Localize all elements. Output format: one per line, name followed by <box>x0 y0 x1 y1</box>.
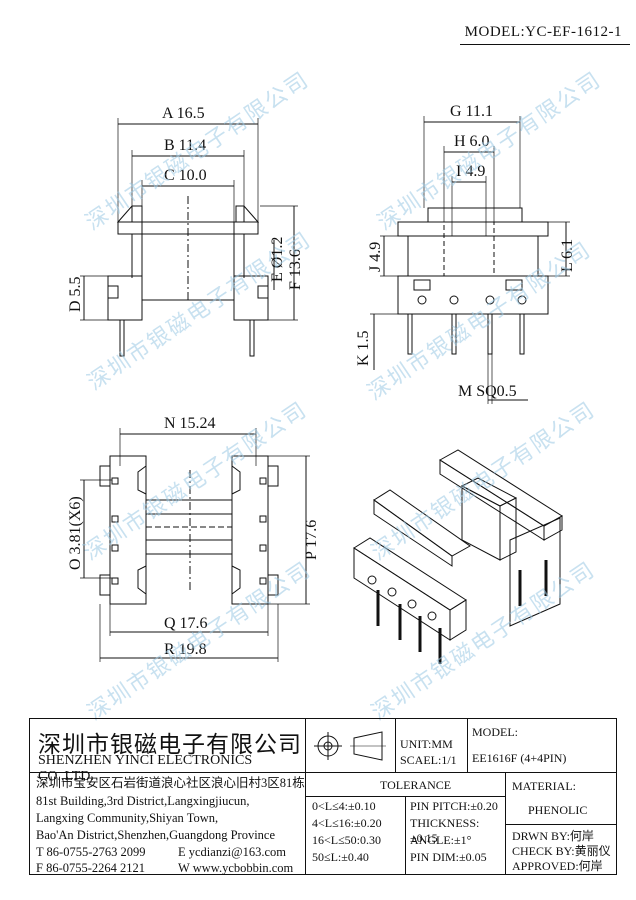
symbol-cell <box>306 719 396 773</box>
approved-by: APPROVED:何岸 <box>512 859 603 873</box>
signature-cell: DRWN BY:何岸 CHECK BY:黄丽仪 APPROVED:何岸 <box>506 825 616 874</box>
tol-row-4: 50≤L:±0.40 <box>312 850 369 864</box>
email: E ycdianzi@163.com <box>178 845 287 859</box>
front-view <box>80 118 298 357</box>
tolerance-other-cell: PIN PITCH:±0.20 THICKNESS:±0.15 ANGLE:±1… <box>406 797 506 874</box>
material-label: MATERIAL: <box>512 779 576 793</box>
tol-thickness: THICKNESS:±0.15 <box>410 816 480 845</box>
title-block: 深圳市银磁电子有限公司 SHENZHEN YINCI ELECTRONICS C… <box>29 718 617 875</box>
side-view <box>370 116 570 404</box>
tol-pin-pitch: PIN PITCH:±0.20 <box>410 799 498 813</box>
drawn-by: DRWN BY:何岸 <box>512 829 594 843</box>
company-cell: 深圳市银磁电子有限公司 SHENZHEN YINCI ELECTRONICS C… <box>30 719 306 784</box>
model-label: MODEL: <box>472 725 518 739</box>
company-name-cn: 深圳市银磁电子有限公司 <box>38 732 302 758</box>
address-en-3: Bao'An District,Shenzhen,Guangdong Provi… <box>36 828 276 842</box>
fax: F 86-0755-2264 2121 <box>36 861 146 875</box>
address-en-2: Langxing Community,Shiyan Town, <box>36 811 219 825</box>
website: W www.ycbobbin.com <box>178 861 294 875</box>
address-cell: 深圳市宝安区石岩街道浪心社区浪心旧村3区81栋 81st Building,3r… <box>30 773 306 875</box>
model-cell: MODEL: EE1616F (4+4PIN) <box>468 719 616 773</box>
tel: T 86-0755-2763 2099 <box>36 845 146 859</box>
tol-row-3: 16<L≤50:0.30 <box>312 833 382 847</box>
projection-symbol <box>314 731 386 761</box>
check-by: CHECK BY:黄丽仪 <box>512 844 611 858</box>
tolerance-length-cell: 0<L≤4:±0.10 4<L≤16:±0.20 16<L≤50:0.30 50… <box>306 797 406 874</box>
model-value: EE1616F (4+4PIN) <box>472 751 567 765</box>
isometric-view <box>353 449 563 664</box>
address-cn: 深圳市宝安区石岩街道浪心社区浪心旧村3区81栋 <box>36 776 305 790</box>
scale-label: SCAEL:1/1 <box>400 753 457 767</box>
model-title: MODEL:YC-EF-1612-1 <box>464 24 622 40</box>
tolerance-header: TOLERANCE <box>306 773 506 797</box>
company-name-en: SHENZHEN YINCI ELECTRONICS CO.,LTD. <box>38 753 253 784</box>
unit-cell: UNIT:MM SCAEL:1/1 <box>396 719 468 773</box>
tol-pin-dim: PIN DIM:±0.05 <box>410 850 487 864</box>
material-cell: MATERIAL: PHENOLIC <box>506 773 616 825</box>
header-underline <box>460 44 630 45</box>
tol-row-2: 4<L≤16:±0.20 <box>312 816 382 830</box>
material-value: PHENOLIC <box>528 803 588 817</box>
address-en-1: 81st Building,3rd District,Langxingjiucu… <box>36 794 250 808</box>
unit-label: UNIT:MM <box>400 737 453 751</box>
tolerance-label: TOLERANCE <box>380 778 452 792</box>
bottom-view <box>80 428 310 662</box>
tol-angle: ANGLE:±1° <box>410 833 472 847</box>
tol-row-1: 0<L≤4:±0.10 <box>312 799 376 813</box>
